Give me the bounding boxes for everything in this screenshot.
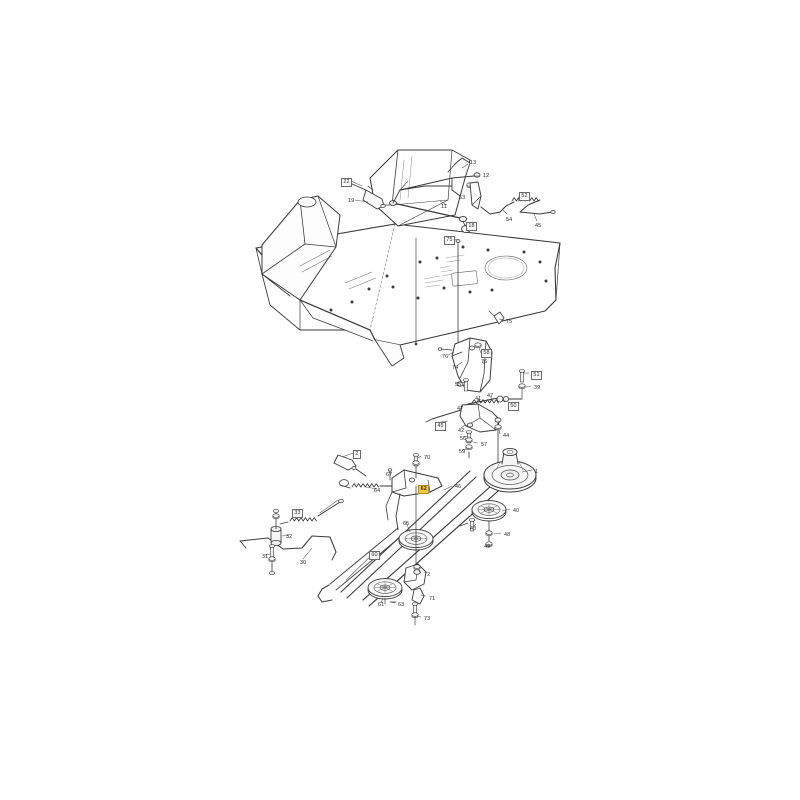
callout-64: 64 [374, 488, 381, 494]
callout-70: 70 [424, 455, 431, 461]
callout-22: 22 [341, 178, 352, 187]
callout-51: 51 [531, 371, 542, 380]
callout-75: 75 [444, 236, 455, 245]
callout-60: 60 [369, 551, 380, 560]
callout-49: 49 [484, 544, 491, 550]
upper-lift-linkage [351, 157, 556, 346]
callout-43: 43 [470, 526, 477, 532]
callout-31: 31 [262, 554, 269, 560]
callout-41: 41 [475, 396, 482, 402]
belt-and-pulley-drive [317, 447, 537, 626]
callout-52: 52 [519, 192, 530, 201]
callout-19: 19 [348, 198, 355, 204]
callout-75: 75 [506, 319, 513, 325]
callout-71: 71 [429, 596, 436, 602]
callout-32: 32 [286, 534, 293, 540]
callout-48: 48 [504, 532, 511, 538]
callout-55: 55 [455, 382, 462, 388]
callout-12: 12 [483, 173, 490, 179]
callout-leader-lines [264, 163, 538, 618]
callout-47: 47 [487, 393, 494, 399]
callout-76: 76 [481, 359, 488, 365]
callout-42: 42 [458, 428, 465, 434]
callout-44: 44 [503, 433, 510, 439]
callout-47: 47 [457, 406, 464, 412]
callout-45: 45 [535, 223, 542, 229]
callout-18: 18 [466, 222, 477, 231]
callout-1: 1 [535, 469, 539, 475]
callout-72: 72 [424, 572, 431, 578]
callout-54: 54 [506, 217, 513, 223]
callout-67: 67 [386, 472, 393, 478]
callout-62: 62 [418, 485, 430, 494]
callout-58: 58 [481, 349, 492, 358]
mower-deck-body [255, 149, 561, 367]
callout-53: 53 [459, 195, 466, 201]
callout-11: 11 [441, 204, 447, 210]
callout-76: 76 [442, 354, 449, 360]
callout-40: 40 [513, 508, 520, 514]
callout-63: 63 [398, 602, 405, 608]
left-spring-rod-assembly [239, 498, 344, 576]
callout-2: 2 [353, 450, 361, 459]
callout-45: 45 [435, 422, 446, 431]
callout-61: 61 [378, 602, 385, 608]
callout-30: 30 [300, 560, 307, 566]
callout-33: 33 [292, 509, 303, 518]
callout-74: 74 [452, 365, 459, 371]
callout-50: 50 [508, 402, 519, 411]
callout-59: 59 [459, 449, 466, 455]
callout-46: 46 [455, 484, 462, 490]
callout-13: 13 [470, 160, 477, 166]
callout-65: 65 [403, 521, 410, 527]
callout-56: 56 [460, 436, 467, 442]
callout-73: 73 [424, 616, 431, 622]
callout-57: 57 [481, 442, 488, 448]
callout-39: 39 [534, 385, 541, 391]
